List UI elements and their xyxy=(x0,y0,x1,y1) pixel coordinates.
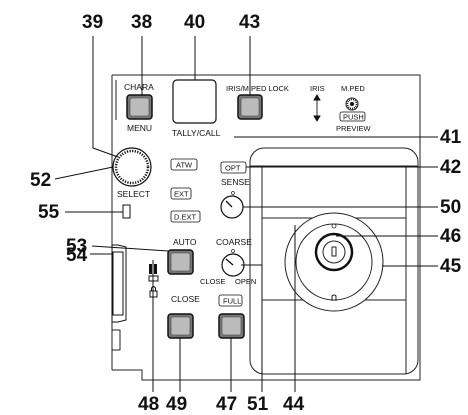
chara-label: CHARA xyxy=(124,82,154,92)
callout-45: 45 xyxy=(440,256,462,277)
callout-42: 42 xyxy=(440,157,461,178)
callout-47: 47 xyxy=(216,394,237,415)
callout-46: 46 xyxy=(440,226,461,247)
atw-label: ATW xyxy=(176,161,193,170)
callout-49: 49 xyxy=(166,394,187,415)
mped-knob-icon[interactable] xyxy=(345,97,359,111)
opt-label: OPT xyxy=(225,164,241,173)
preview-label: PREVIEW xyxy=(336,124,372,133)
tally-call-lamp xyxy=(172,79,217,124)
mped-label: M.PED xyxy=(341,84,365,93)
select-dial[interactable] xyxy=(112,147,152,187)
select-label: SELECT xyxy=(117,189,150,199)
tally-call-label: TALLY/CALL xyxy=(172,128,221,138)
callout-48: 48 xyxy=(138,394,159,415)
callout-41: 41 xyxy=(440,127,462,148)
sd-logo-icon xyxy=(148,264,159,282)
card-slot[interactable] xyxy=(111,244,127,323)
callout-53: 53 xyxy=(66,236,87,257)
callout-38: 38 xyxy=(131,12,152,33)
close-button-label: CLOSE xyxy=(171,294,200,304)
menu-label: MENU xyxy=(127,123,152,133)
joystick[interactable] xyxy=(284,212,384,312)
push-label: PUSH xyxy=(343,113,364,122)
auto-label: AUTO xyxy=(173,237,197,247)
coarse-label: COARSE xyxy=(216,237,252,247)
callout-43: 43 xyxy=(239,12,260,33)
coarse-open-label: OPEN xyxy=(235,277,256,286)
full-button-label: FULL xyxy=(223,297,241,306)
panel-outline xyxy=(111,74,421,381)
callout-50: 50 xyxy=(440,197,461,218)
iris-arrows-icon xyxy=(313,94,321,122)
iris-label: IRIS xyxy=(310,84,325,93)
ext-label: EXT xyxy=(174,190,189,199)
callout-40: 40 xyxy=(184,12,205,33)
callout-55: 55 xyxy=(38,202,60,223)
leader-lines xyxy=(54,36,438,392)
iris-mped-lock-label: IRIS/M.PED LOCK xyxy=(226,84,289,93)
coarse-close-label: CLOSE xyxy=(200,277,225,286)
callout-51: 51 xyxy=(247,394,269,415)
callout-52: 52 xyxy=(30,170,51,191)
sense-label: SENSE xyxy=(221,177,250,187)
callout-44: 44 xyxy=(283,394,305,415)
indicator-led xyxy=(122,204,131,219)
callout-39: 39 xyxy=(82,12,103,33)
joystick-knob[interactable] xyxy=(314,232,354,272)
callout-54: 54 xyxy=(66,245,88,266)
d-ext-label: D.EXT xyxy=(174,213,197,222)
